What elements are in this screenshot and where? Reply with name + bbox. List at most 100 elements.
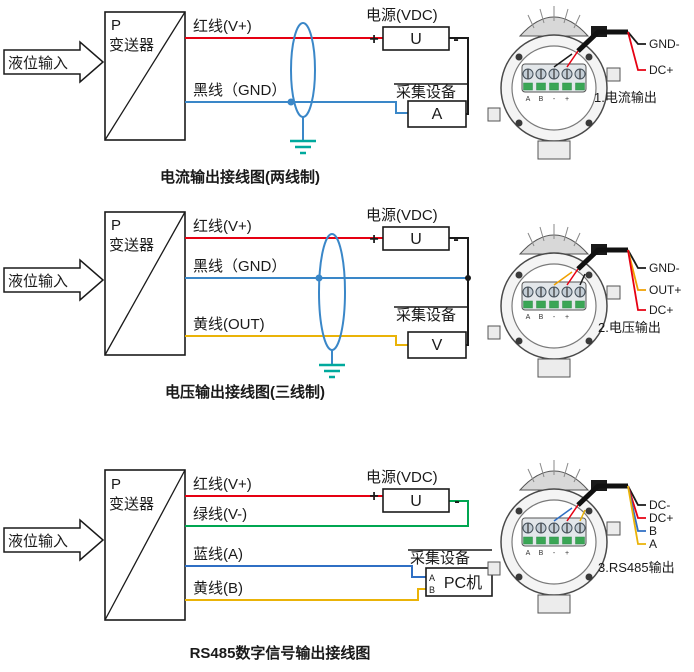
transmitter-name-label: 变送器	[109, 496, 154, 513]
branch-wire	[627, 249, 646, 311]
shield-node-dot	[315, 274, 323, 282]
ground-icon	[290, 139, 316, 155]
housing-flange	[537, 140, 571, 160]
branch-wire	[627, 485, 646, 545]
inner-wire	[579, 273, 586, 286]
housing-right-tab	[606, 285, 621, 300]
terminal-letter: A	[526, 550, 531, 557]
screw-slots	[527, 69, 581, 79]
minus-sign: -	[453, 231, 458, 248]
power-supply-box	[382, 488, 450, 513]
terminal-pads	[523, 536, 585, 545]
terminal-letter: -	[553, 314, 556, 321]
terminal-pads	[523, 82, 585, 91]
transmitter-diagonal	[104, 469, 186, 621]
housing-current-output: A B - + GND- DC+ 1.电流输出	[487, 6, 680, 160]
section-voltage-output: 液位输入 P 变送器 红线(V+) 黑线（GND） 黄线(OUT) 电源(VDC…	[3, 207, 471, 401]
cable	[576, 483, 628, 507]
housing-caption: 2.电压输出	[598, 320, 661, 335]
wire-out-label: 黄线(OUT)	[193, 316, 265, 333]
cap-hatch	[527, 460, 581, 483]
pc-unit: PC机	[444, 574, 482, 592]
section2-caption: 电压输出接线图(三线制)	[165, 383, 325, 401]
collector-title: 采集设备	[410, 550, 470, 567]
transmitter-p-label: P	[111, 17, 121, 34]
wire-black-label: 黑线（GND）	[193, 82, 286, 99]
plus-sign: +	[369, 488, 378, 505]
wire-green-label: 绿线(V-)	[193, 506, 247, 523]
collector-title: 采集设备	[396, 307, 456, 324]
transmitter-diagonal	[104, 11, 186, 141]
housing-left-tab	[487, 325, 501, 340]
terminal-letter: B	[539, 550, 544, 557]
power-supply-unit: U	[410, 231, 422, 248]
cable	[576, 247, 628, 271]
branch-label: B	[649, 524, 657, 538]
branch-wire	[627, 485, 646, 519]
housing-rs485-output: A B - + DC- DC+ B A 3.RS485输出	[487, 460, 675, 614]
housing-cap	[518, 234, 590, 255]
housing-caption: 3.RS485输出	[598, 560, 675, 575]
housing-right-tab	[606, 67, 621, 82]
section1-caption: 电流输出接线图(两线制)	[160, 168, 320, 186]
branch-label: A	[649, 537, 657, 551]
branch-label: GND-	[649, 261, 680, 275]
cap-hatch	[527, 224, 581, 247]
section-current-output: 液位输入 P 变送器 红线(V+) 黑线（GND） 电源(VDC) + U - …	[3, 7, 469, 186]
inner-wire	[553, 53, 573, 68]
power-supply-title: 电源(VDC)	[366, 469, 438, 486]
housing-voltage-output: A B - + GND- OUT+ DC+ 2.电压输出	[487, 224, 681, 378]
level-input-arrow	[3, 258, 105, 302]
wire-blue-label: 蓝线(A)	[193, 546, 243, 563]
level-input-label: 液位输入	[8, 55, 68, 72]
inner-wire	[579, 509, 586, 522]
inner-wire	[566, 50, 579, 68]
branch-label: DC+	[649, 511, 673, 525]
housing-cap	[518, 470, 590, 491]
return-wire	[449, 37, 469, 115]
terminal-letter: -	[553, 550, 556, 557]
housing-cap	[518, 16, 590, 37]
rim-screws	[515, 507, 593, 581]
branch-wire	[627, 31, 646, 45]
collector-unit: V	[432, 337, 443, 354]
branch-wire	[627, 249, 646, 291]
plus-sign: +	[369, 231, 378, 248]
transmitter-diagonal	[104, 211, 186, 356]
terminal-letter: +	[565, 96, 569, 103]
power-supply-title: 电源(VDC)	[366, 207, 438, 224]
housing-left-tab	[487, 561, 501, 576]
screw-slots	[527, 523, 581, 533]
housing-right-tab	[606, 521, 621, 536]
inner-wire	[553, 271, 573, 286]
wire-green-vminus	[185, 500, 469, 527]
inner-wire	[553, 507, 573, 522]
level-input-arrow	[3, 518, 105, 562]
inner-wire	[566, 268, 579, 286]
pc-box	[425, 567, 493, 597]
level-input-arrow	[3, 40, 105, 84]
housing-flange	[537, 594, 571, 614]
wire-black-label: 黑线（GND）	[193, 258, 286, 275]
section3-caption: RS485数字信号输出接线图	[190, 644, 371, 662]
terminal-letter: A	[526, 314, 531, 321]
wire-red-label: 红线(V+)	[193, 218, 252, 235]
wire-red-label: 红线(V+)	[193, 476, 252, 493]
housing-left-tab	[487, 107, 501, 122]
wire-yellow-b	[185, 588, 426, 601]
minus-sign: -	[454, 493, 459, 510]
branch-wire	[627, 31, 646, 71]
collector-unit: A	[432, 106, 443, 123]
terminal-letter: B	[539, 96, 544, 103]
cap-hatch	[527, 6, 581, 29]
housing-caption: 1.电流输出	[594, 90, 657, 105]
rim-screws	[515, 53, 593, 127]
section-rs485-output: 液位输入 P 变送器 红线(V+) 绿线(V-) 蓝线(A) 黄线(B) 电源(…	[3, 469, 493, 662]
power-supply-title: 电源(VDC)	[366, 7, 438, 24]
screw-slots	[527, 287, 581, 297]
level-input-label: 液位输入	[8, 273, 68, 290]
shield-ellipse	[318, 233, 346, 351]
shield-node-dot	[287, 98, 295, 106]
terminal-pads	[523, 300, 585, 309]
collector-title: 采集设备	[396, 84, 456, 101]
